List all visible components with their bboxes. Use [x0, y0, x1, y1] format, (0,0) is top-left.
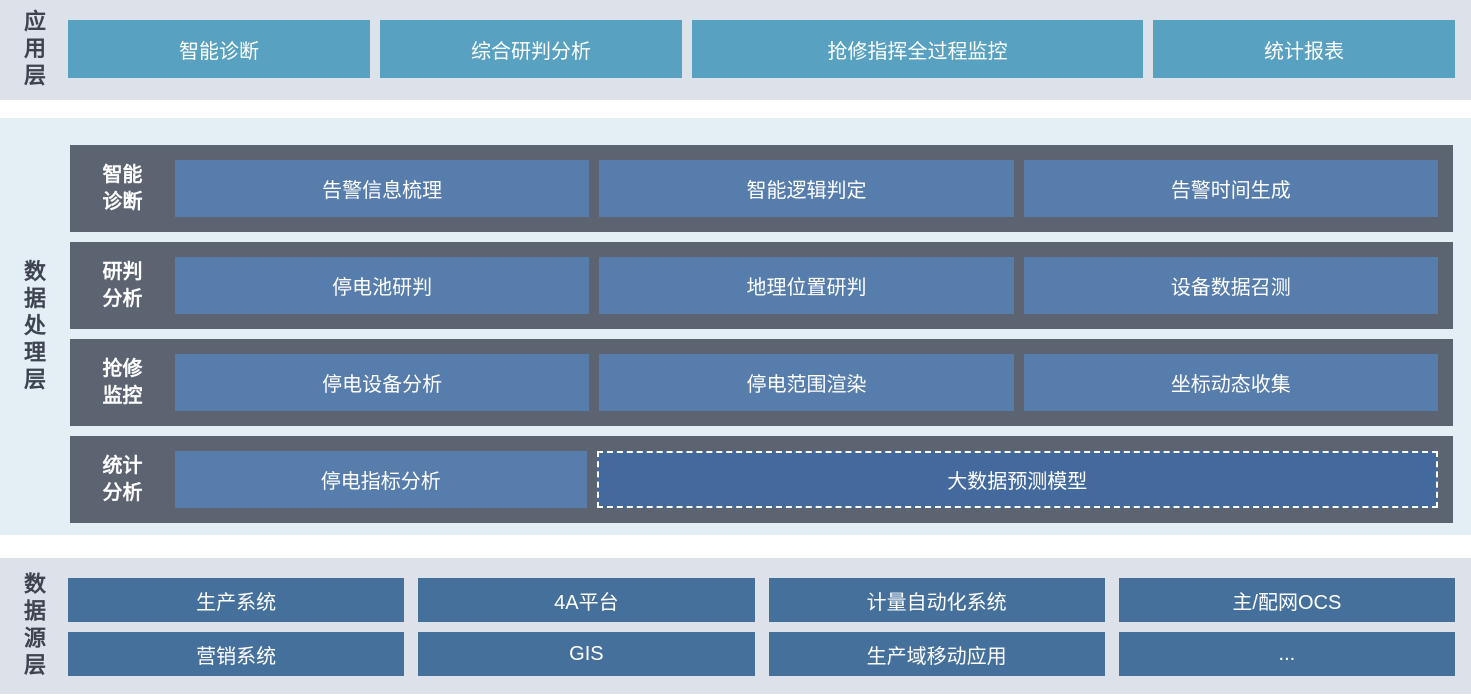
- data-processing-layer-band: 数据处理层 智能 诊断 告警信息梳理 智能逻辑判定 告警时间生成 研判 分析 停…: [0, 118, 1471, 535]
- source-box-main-distribution-ocs: 主/配网OCS: [1118, 578, 1455, 622]
- group-label-line2: 监控: [102, 384, 143, 407]
- group-label-line2: 诊断: [102, 190, 143, 213]
- process-box-coordinate-dynamic-collection: 坐标动态收集: [1023, 354, 1438, 411]
- data-source-grid: 生产系统 4A平台 计量自动化系统 主/配网OCS 营销系统 GIS 生产域移动…: [68, 578, 1455, 676]
- process-row-intelligent-diagnosis: 智能 诊断 告警信息梳理 智能逻辑判定 告警时间生成: [70, 145, 1453, 232]
- source-box-metering-automation-system: 计量自动化系统: [768, 578, 1105, 622]
- group-label-line2: 分析: [102, 287, 143, 310]
- app-item-intelligent-diagnosis: 智能诊断: [68, 20, 370, 78]
- group-label-line1: 智能: [102, 163, 143, 186]
- application-layer-items: 智能诊断 综合研判分析 抢修指挥全过程监控 统计报表: [68, 20, 1455, 78]
- process-box-alarm-info-sorting: 告警信息梳理: [175, 160, 590, 217]
- process-box-outage-indicator-analysis: 停电指标分析: [175, 451, 587, 508]
- group-label-line1: 统计: [102, 454, 143, 477]
- data-processing-layer-label: 数据处理层: [21, 259, 46, 394]
- source-box-production-system: 生产系统: [68, 578, 405, 622]
- source-box-ellipsis: ...: [1118, 632, 1455, 676]
- group-label-line2: 分析: [102, 481, 143, 504]
- group-label-line1: 研判: [102, 260, 143, 283]
- process-row-judgment-analysis: 研判 分析 停电池研判 地理位置研判 设备数据召测: [70, 242, 1453, 329]
- application-layer-band: 应用层 智能诊断 综合研判分析 抢修指挥全过程监控 统计报表: [0, 0, 1471, 100]
- app-item-statistical-reports: 统计报表: [1153, 20, 1455, 78]
- data-source-layer-label: 数据源层: [21, 572, 46, 680]
- process-row-boxes: 告警信息梳理 智能逻辑判定 告警时间生成: [175, 160, 1438, 217]
- process-box-outage-range-rendering: 停电范围渲染: [599, 354, 1014, 411]
- process-box-outage-device-analysis: 停电设备分析: [175, 354, 590, 411]
- source-box-gis: GIS: [418, 632, 755, 676]
- process-row-statistical-analysis: 统计 分析 停电指标分析 大数据预测模型: [70, 436, 1453, 523]
- source-box-production-mobile-app: 生产域移动应用: [768, 632, 1105, 676]
- data-processing-rows: 智能 诊断 告警信息梳理 智能逻辑判定 告警时间生成 研判 分析 停电池研判 地…: [70, 145, 1453, 523]
- process-box-outage-judgment: 停电池研判: [175, 257, 590, 314]
- process-row-group-label: 研判 分析: [70, 259, 175, 313]
- source-box-4a-platform: 4A平台: [418, 578, 755, 622]
- process-row-group-label: 抢修 监控: [70, 356, 175, 410]
- group-label-line1: 抢修: [102, 357, 143, 380]
- process-row-group-label: 智能 诊断: [70, 162, 175, 216]
- process-row-repair-monitoring: 抢修 监控 停电设备分析 停电范围渲染 坐标动态收集: [70, 339, 1453, 426]
- process-box-bigdata-prediction-model: 大数据预测模型: [596, 451, 1438, 508]
- process-row-group-label: 统计 分析: [70, 453, 175, 507]
- application-layer-label: 应用层: [21, 9, 46, 91]
- app-item-repair-command-monitoring: 抢修指挥全过程监控: [692, 20, 1143, 78]
- process-box-intelligent-logic-judgment: 智能逻辑判定: [599, 160, 1014, 217]
- process-box-alarm-time-generation: 告警时间生成: [1023, 160, 1438, 217]
- process-box-device-data-polling: 设备数据召测: [1023, 257, 1438, 314]
- app-item-comprehensive-analysis: 综合研判分析: [380, 20, 682, 78]
- source-box-marketing-system: 营销系统: [68, 632, 405, 676]
- data-source-layer-band: 数据源层 生产系统 4A平台 计量自动化系统 主/配网OCS 营销系统 GIS …: [0, 558, 1471, 694]
- process-row-boxes: 停电指标分析 大数据预测模型: [175, 451, 1438, 508]
- process-row-boxes: 停电设备分析 停电范围渲染 坐标动态收集: [175, 354, 1438, 411]
- process-box-geolocation-judgment: 地理位置研判: [599, 257, 1014, 314]
- process-row-boxes: 停电池研判 地理位置研判 设备数据召测: [175, 257, 1438, 314]
